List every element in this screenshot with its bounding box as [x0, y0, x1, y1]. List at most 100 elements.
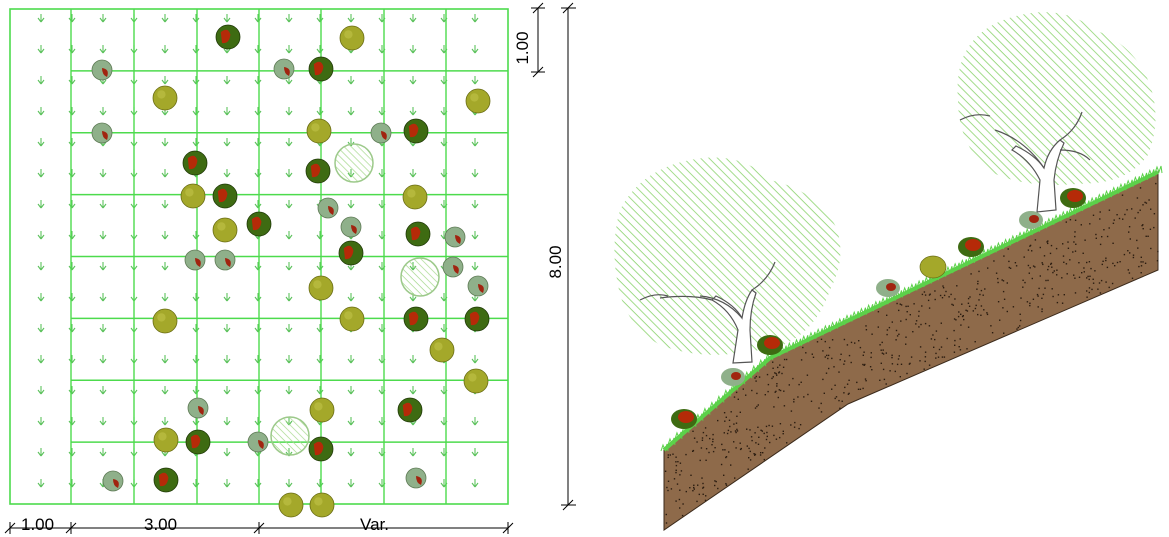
shrub-olive	[306, 118, 332, 144]
section-shrub	[1019, 211, 1043, 229]
soil-texture	[664, 182, 1159, 524]
tree-canopy-plan	[270, 416, 310, 456]
shrub-dark-red	[308, 56, 334, 82]
grass-mark	[254, 293, 262, 302]
grass-mark	[99, 200, 107, 209]
grass-mark	[471, 200, 479, 209]
grass-mark	[223, 293, 231, 302]
grass-mark	[347, 448, 355, 457]
grass-mark	[223, 324, 231, 333]
grass-mark	[68, 231, 76, 240]
shrub-olive	[308, 275, 334, 301]
grass-mark	[471, 45, 479, 54]
grass-mark	[409, 386, 417, 395]
grass-mark	[192, 107, 200, 116]
grass-mark	[471, 76, 479, 85]
grass-mark	[254, 324, 262, 333]
grass-mark	[37, 324, 45, 333]
grass-mark	[409, 76, 417, 85]
grass-mark	[223, 355, 231, 364]
tree-canopy-plan	[400, 257, 440, 297]
shrub-dark-red	[405, 221, 431, 247]
grass-mark	[347, 14, 355, 23]
tree-canopy-left	[614, 157, 841, 355]
shrub-dark-red	[308, 436, 334, 462]
grass-mark	[254, 200, 262, 209]
grass-mark	[68, 386, 76, 395]
grass-mark	[347, 417, 355, 426]
shrub-dark-red	[403, 306, 429, 332]
tree-trunk-right	[959, 111, 1091, 213]
section-shrub	[919, 255, 947, 279]
grass-mark	[285, 200, 293, 209]
shrub-pale	[247, 431, 269, 453]
dimension-label-bottom-left: 1.00	[21, 515, 54, 534]
grass-mark	[347, 479, 355, 488]
grass-mark	[68, 200, 76, 209]
grass-mark	[192, 14, 200, 23]
grass-mark	[254, 386, 262, 395]
grass-mark	[161, 262, 169, 271]
grass-mark	[223, 448, 231, 457]
grass-mark	[161, 169, 169, 178]
grass-mark	[316, 479, 324, 488]
grass-mark	[285, 169, 293, 178]
grass-mark	[347, 200, 355, 209]
section-shrub	[958, 237, 984, 257]
plan-grid	[9, 8, 509, 505]
shrub-olive	[309, 397, 335, 423]
grass-mark	[223, 479, 231, 488]
grass-mark	[99, 355, 107, 364]
grass-mark	[37, 293, 45, 302]
grass-mark	[99, 14, 107, 23]
grass-mark	[161, 293, 169, 302]
grass-mark	[161, 76, 169, 85]
grass-mark	[254, 76, 262, 85]
section-shrub	[671, 409, 697, 429]
grass-mark	[254, 479, 262, 488]
shrub-olive	[402, 184, 428, 210]
grass-mark	[471, 138, 479, 147]
grass-mark	[37, 76, 45, 85]
grass-mark	[254, 45, 262, 54]
grass-mark	[347, 76, 355, 85]
grass-mark	[192, 324, 200, 333]
grass-mark	[37, 417, 45, 426]
shrub-olive	[339, 25, 365, 51]
grass-mark	[68, 324, 76, 333]
grass-mark	[223, 386, 231, 395]
shrub-dark-red	[305, 158, 331, 184]
grass-mark	[254, 355, 262, 364]
grass-mark	[316, 107, 324, 116]
dimension-label-bottom-right: Var.	[360, 515, 389, 534]
grass-mark	[99, 169, 107, 178]
grass-mark	[285, 107, 293, 116]
grass-mark	[68, 355, 76, 364]
shrub-pale	[91, 59, 113, 81]
grass-mark	[316, 324, 324, 333]
grass-mark	[316, 14, 324, 23]
grass-mark	[37, 107, 45, 116]
shrub-olive	[465, 88, 491, 114]
grass-mark	[161, 231, 169, 240]
shrub-dark-red	[212, 183, 238, 209]
grass-mark	[285, 479, 293, 488]
grass-mark	[161, 45, 169, 54]
grass-mark	[68, 76, 76, 85]
grass-mark	[471, 14, 479, 23]
grass-mark	[254, 14, 262, 23]
grass-mark	[409, 107, 417, 116]
grass-mark	[471, 262, 479, 271]
grass-mark	[285, 324, 293, 333]
dimension-label-right-total: 8.00	[546, 245, 565, 278]
grass-mark	[37, 479, 45, 488]
shrub-dark-red	[215, 24, 241, 50]
grass-mark	[471, 169, 479, 178]
shrub-dark-red	[185, 429, 211, 455]
shrub-symbols	[91, 24, 491, 518]
shrub-dark-red	[403, 118, 429, 144]
tree-canopy-right	[957, 12, 1156, 186]
grass-mark	[223, 138, 231, 147]
grass-mark	[347, 107, 355, 116]
grass-mark	[161, 14, 169, 23]
